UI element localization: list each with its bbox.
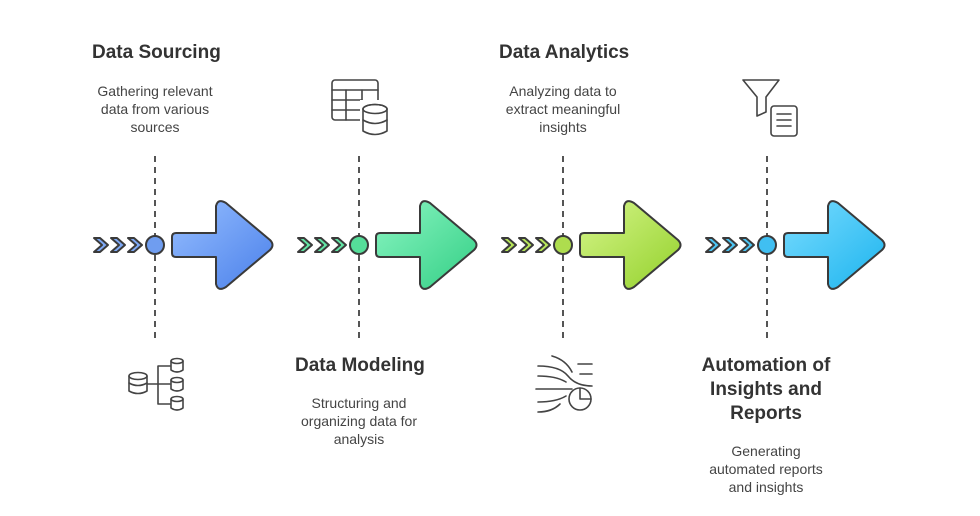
funnel-document-icon — [742, 79, 798, 137]
node-circle-1 — [145, 235, 165, 255]
step-description-automation: Generating automated reports and insight… — [709, 443, 823, 495]
arrow-3 — [579, 200, 682, 290]
step-title-data-sourcing: Data Sourcing — [92, 42, 221, 63]
table-database-icon — [331, 79, 390, 136]
step-description-data-modeling: Structuring and organizing data for anal… — [301, 395, 417, 447]
database-tree-icon — [128, 357, 184, 411]
node-circle-4 — [757, 235, 777, 255]
arrow-1 — [171, 200, 274, 290]
step-title-data-modeling: Data Modeling — [295, 355, 425, 376]
step-3-flow — [501, 200, 682, 290]
step-4-flow — [705, 200, 886, 290]
step-1-flow — [93, 200, 274, 290]
node-circle-2 — [349, 235, 369, 255]
step-description-data-sourcing: Gathering relevant data from various sou… — [97, 83, 213, 135]
arrow-2 — [375, 200, 478, 290]
arrow-4 — [783, 200, 886, 290]
step-title-data-analytics: Data Analytics — [499, 42, 630, 63]
step-title-automation: Automation of Insights and Reports — [701, 355, 831, 424]
data-flow-pie-icon — [535, 355, 593, 413]
step-2-flow — [297, 200, 478, 290]
node-circle-3 — [553, 235, 573, 255]
step-description-data-analytics: Analyzing data to extract meaningful ins… — [505, 83, 621, 135]
